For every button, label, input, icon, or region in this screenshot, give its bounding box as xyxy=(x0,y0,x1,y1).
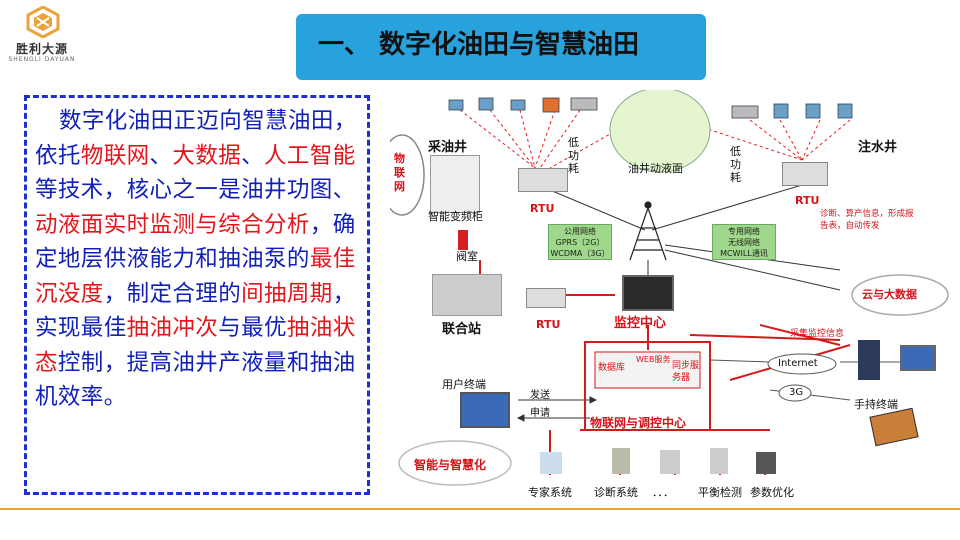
body-text: 等技术，核心之一是油井功图、 xyxy=(35,177,356,203)
terminal-arrows xyxy=(516,396,598,422)
rtu-label-2: RTU xyxy=(795,194,820,207)
body-text: ，确定地层供液能力和抽油泵的 xyxy=(35,211,356,273)
vfd-cabinet-icon xyxy=(430,155,480,213)
diagram-connections xyxy=(390,90,949,486)
diagnosis-note: 诊断、算产信息，形成报告表，自动传发 xyxy=(820,209,914,231)
valve-icon xyxy=(458,230,468,250)
vfd-cabinet-label: 智能变频柜 xyxy=(428,210,483,223)
body-text: 、 xyxy=(241,142,265,169)
highlight-text: 抽油冲次 xyxy=(126,315,219,341)
expert-system-label: 专家系统 xyxy=(528,486,572,499)
user-terminal-icon xyxy=(460,392,510,428)
handheld-label: 手持终端 xyxy=(854,398,898,411)
control-center-frame xyxy=(584,341,711,431)
description-text: 数字化油田正迈向智慧油田，依托物联网、大数据、人工智能等技术，核心之一是油井功图… xyxy=(35,104,359,415)
internet-label: Internet xyxy=(778,358,818,369)
rtu-label-1: RTU xyxy=(530,202,555,215)
iot-ellipse xyxy=(390,134,425,216)
apply-label: 申请 xyxy=(530,408,550,419)
control-center-label: 物联网与调控中心 xyxy=(590,416,687,430)
page-title: 一、 数字化油田与智慧油田 xyxy=(318,30,640,60)
logo-name: 胜利大源 xyxy=(15,42,68,56)
expert-system-icon xyxy=(540,452,562,474)
highlight-text: 间抽周期 xyxy=(241,280,333,307)
monitor-center-icon xyxy=(622,275,674,311)
title-banner: 一、 数字化油田与智慧油田 xyxy=(296,14,706,80)
logo-mark-icon xyxy=(26,6,60,38)
param-opt-icon xyxy=(756,452,776,474)
ellipsis-label: ．．． xyxy=(652,486,674,499)
oil-well-label: 采油井 xyxy=(428,140,468,155)
low-power-label-1: 低功耗 xyxy=(568,136,579,175)
description-box: 数字化油田正迈向智慧油田，依托物联网、大数据、人工智能等技术，核心之一是油井功图… xyxy=(24,95,370,495)
pc-icon xyxy=(900,345,936,371)
param-opt-label: 参数优化 xyxy=(750,486,794,499)
monitor-center-label: 监控中心 xyxy=(614,316,667,331)
diagnosis-system-label: 诊断系统 xyxy=(594,486,638,499)
database-label: 数据库 xyxy=(598,363,626,373)
user-terminal-label: 用户终端 xyxy=(442,378,486,391)
rtu-device-1 xyxy=(518,168,568,192)
highlight-text: 物联网 xyxy=(80,142,150,169)
low-power-label-2: 低功耗 xyxy=(730,145,741,184)
cloud-label: 云与大数据 xyxy=(862,288,917,301)
balance-check-label: 平衡检测 xyxy=(698,486,742,499)
highlight-text: 最佳沉没度 xyxy=(35,246,356,307)
ellipsis-system-icon xyxy=(660,450,680,474)
tower-icon xyxy=(629,201,667,261)
body-text: 控制，提高油井产液量和抽油机效率。 xyxy=(35,349,356,411)
body-text: 、 xyxy=(149,142,173,169)
valve-label: 阀室 xyxy=(456,250,478,263)
dynamic-level-ellipse xyxy=(609,90,711,173)
body-text: 数字化油田正迈向智慧油田，依托 xyxy=(35,108,357,169)
water-well-sensors-icon xyxy=(731,103,853,119)
joint-station-label: 联合站 xyxy=(442,322,482,337)
bottom-divider xyxy=(0,508,960,510)
rtu-label-3: RTU xyxy=(536,318,561,331)
balance-check-icon xyxy=(710,448,728,474)
joint-station-photo xyxy=(432,274,502,316)
logo-subtitle: SHENGLI DAYUAN xyxy=(8,56,76,63)
rtu-device-3 xyxy=(526,288,566,308)
sync-server-label: 同步服务器 xyxy=(672,361,700,383)
rtu-device-2 xyxy=(782,162,828,186)
dynamic-level-label: 油井动液面 xyxy=(628,162,683,175)
cloud-icon xyxy=(851,274,949,316)
company-logo: 胜利大源 SHENGLI DAYUAN xyxy=(6,6,78,66)
diagnosis-system-icon xyxy=(612,448,630,474)
highlight-text: 抽油状态 xyxy=(35,315,356,376)
body-text: 与最优 xyxy=(218,315,287,341)
body-text: ，制定合理的 xyxy=(103,280,242,307)
collect-info-label: 采集监控信息 xyxy=(790,329,845,339)
highlight-text: 人工智能 xyxy=(264,142,356,169)
iot-label: 物联网 xyxy=(394,152,405,193)
smart-ellipse xyxy=(398,440,512,486)
3g-label: 3G xyxy=(789,387,804,398)
architecture-diagram: 物联网 采油井 低功耗 油井动液面 低功耗 注水井 智能变频柜 RTU 公用网络… xyxy=(390,90,950,510)
oil-well-sensors-icon xyxy=(448,97,598,113)
smart-label: 智能与智慧化 xyxy=(414,458,487,472)
web-server-label: WEB服务 xyxy=(636,355,671,364)
internet-ellipse xyxy=(767,353,837,375)
highlight-text: 动液面实时监测与综合分析 xyxy=(35,211,310,238)
3g-ellipse xyxy=(778,384,812,402)
body-text: ，实现最佳 xyxy=(35,280,356,342)
server-icon xyxy=(858,340,880,380)
water-well-label: 注水井 xyxy=(858,140,898,155)
highlight-text: 大数据 xyxy=(172,142,242,169)
sensor-links xyxy=(459,109,851,169)
send-label: 发送 xyxy=(530,390,550,401)
